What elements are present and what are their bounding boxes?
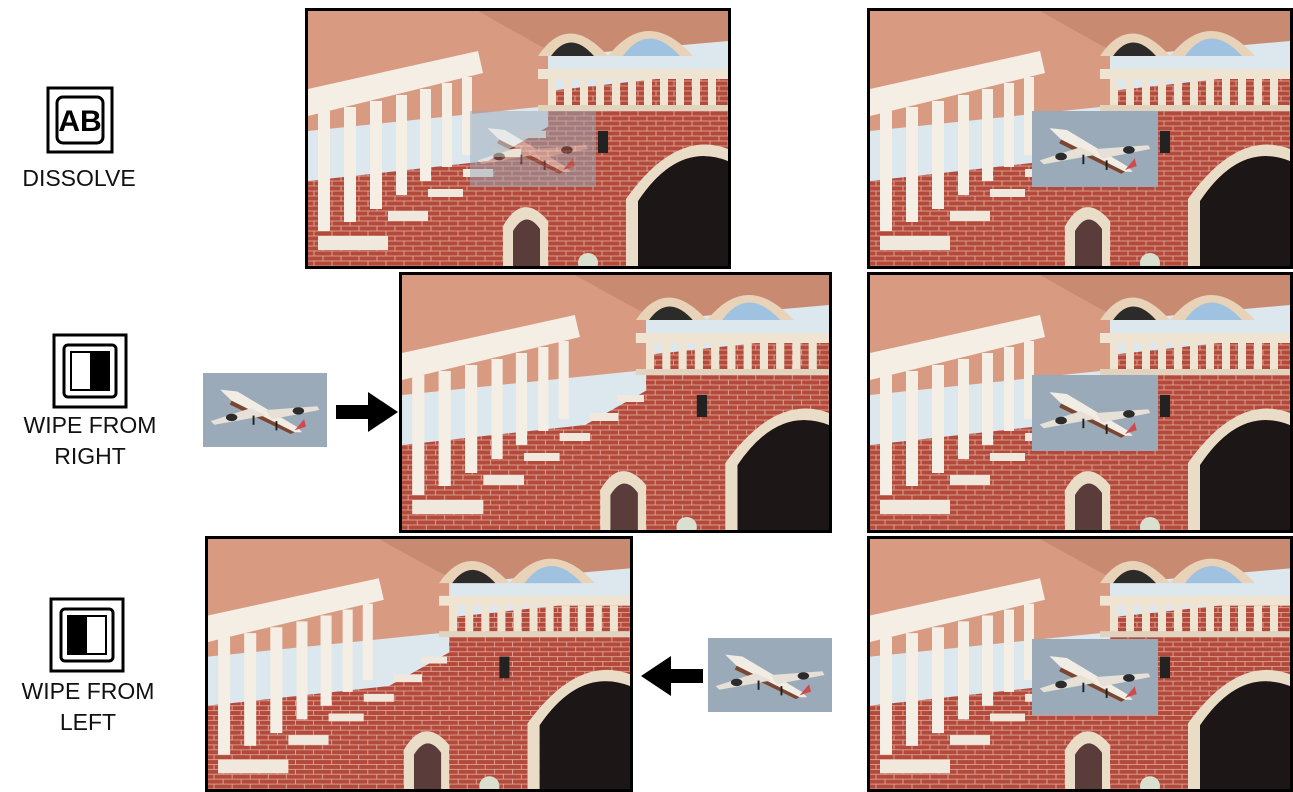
wipe-left-scene-transition [205, 536, 633, 792]
dissolve-inset-partial [470, 111, 596, 187]
wipe-right-scene-transition [399, 272, 832, 533]
wipe-from-left-icon [49, 597, 125, 673]
arrow-left-icon [641, 656, 703, 696]
dissolve-ab-icon: AB [46, 86, 114, 154]
wipe-right-source-image [203, 373, 327, 447]
wipe-left-inset [1032, 639, 1158, 715]
wipe-left-scene-result [867, 536, 1293, 792]
dissolve-scene-transition [305, 8, 731, 269]
arrow-right-icon [336, 392, 398, 432]
dissolve-inset-full [1032, 111, 1158, 187]
icon-ab-text: AB [58, 105, 101, 138]
wipe-right-inset [1032, 375, 1158, 451]
effect-label-dissolve: DISSOLVE [14, 163, 144, 194]
effect-label-wipe-left: WIPE FROM LEFT [0, 676, 176, 738]
wipe-right-scene-result [867, 272, 1293, 533]
dissolve-scene-result [867, 8, 1293, 269]
wipe-from-right-icon [52, 333, 128, 409]
wipe-left-source-image [708, 638, 832, 712]
effect-label-wipe-right: WIPE FROM RIGHT [0, 410, 180, 472]
